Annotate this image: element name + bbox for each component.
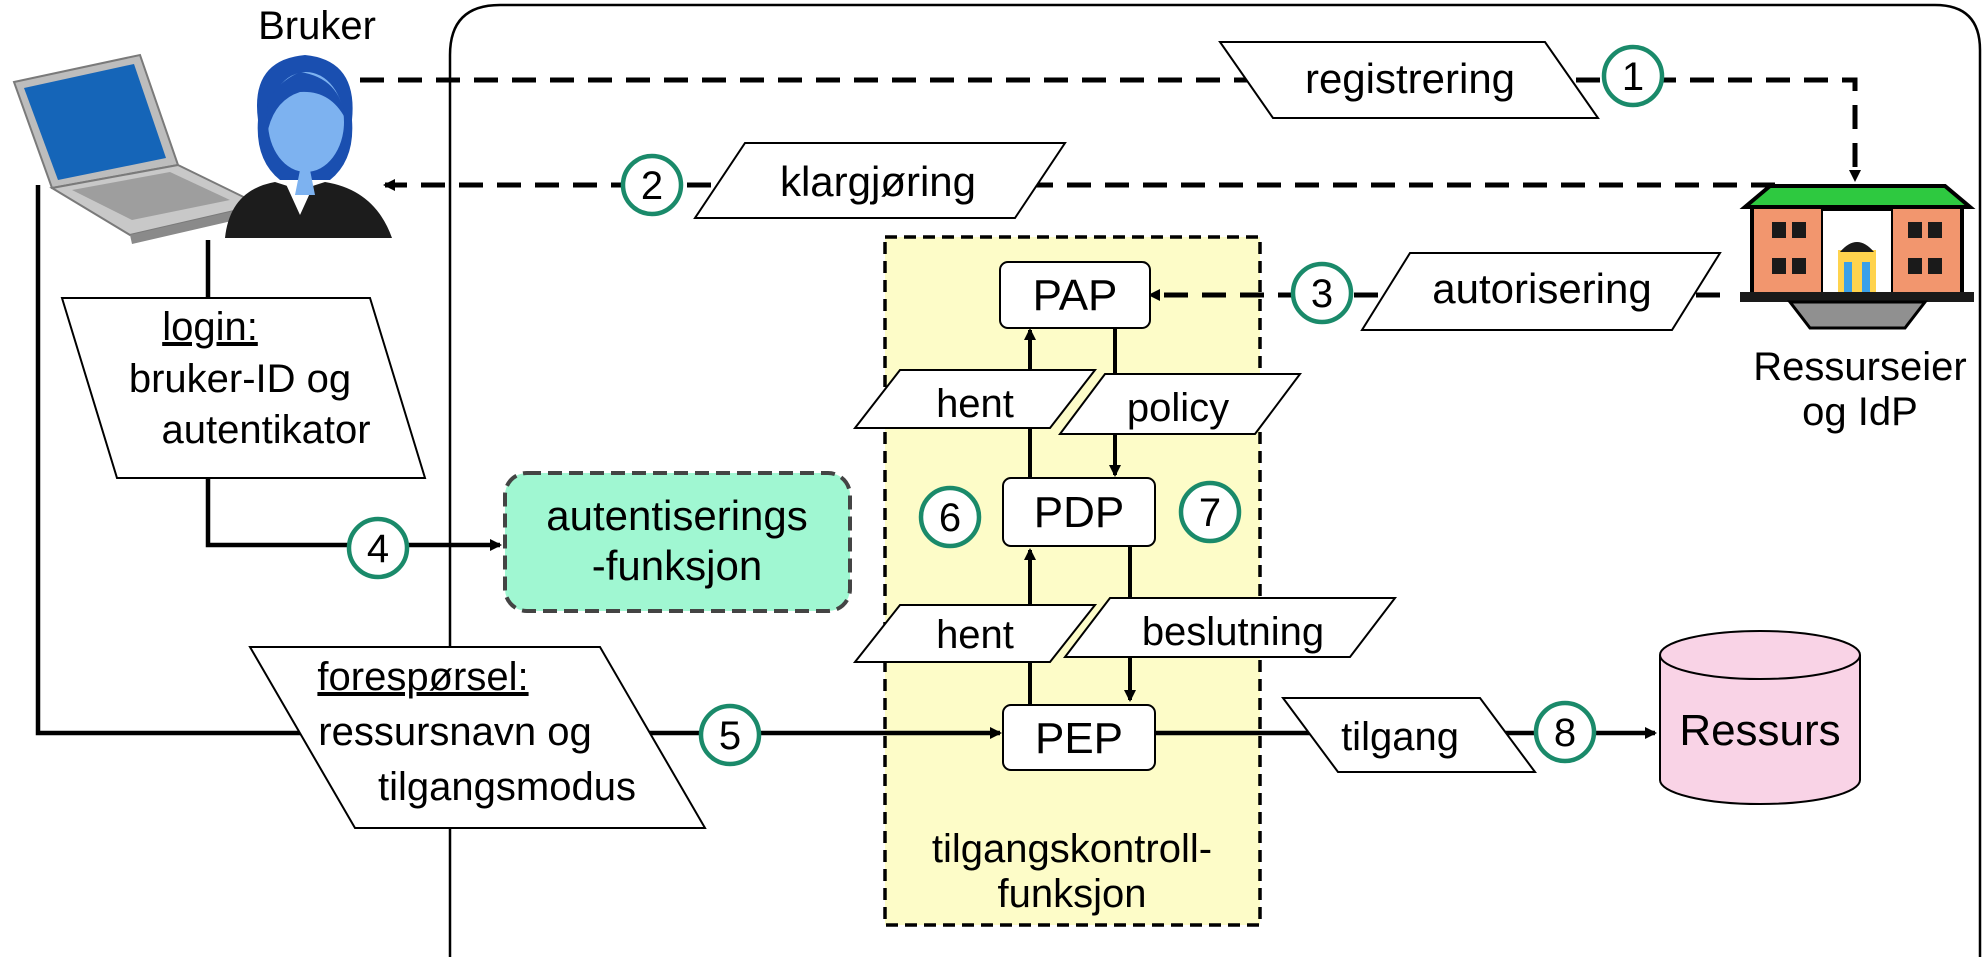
svg-text:autentikator: autentikator [161, 408, 370, 452]
pdp-box: PDP [1002, 477, 1156, 547]
svg-text:8: 8 [1554, 711, 1576, 755]
msg-policy: policy [1058, 373, 1302, 435]
laptop-icon [12, 53, 263, 244]
step-circle-6: 6 [918, 485, 982, 549]
msg-klargjoring: klargjøring [693, 142, 1067, 219]
pep-box: PEP [1002, 704, 1156, 771]
svg-text:PDP: PDP [1034, 488, 1124, 537]
svg-text:7: 7 [1199, 491, 1221, 535]
msg-autorisering: autorisering [1360, 252, 1722, 331]
user-label: Bruker [258, 4, 376, 48]
step-circle-8: 8 [1533, 700, 1597, 764]
acf-label-line1: tilgangskontroll- [932, 827, 1212, 871]
svg-text:-funksjon: -funksjon [592, 542, 762, 589]
svg-text:6: 6 [939, 496, 961, 540]
step-circle-1: 1 [1601, 44, 1665, 108]
svg-text:autentiserings: autentiserings [546, 492, 808, 539]
step-circle-4: 4 [346, 516, 410, 580]
system-boundary [448, 3, 1982, 957]
svg-text:bruker-ID og: bruker-ID og [129, 357, 351, 401]
msg-registrering: registrering [1218, 41, 1600, 119]
svg-text:registrering: registrering [1305, 55, 1515, 102]
svg-text:autorisering: autorisering [1432, 265, 1651, 312]
svg-text:2: 2 [641, 164, 663, 208]
svg-text:klargjøring: klargjøring [780, 158, 976, 205]
step-circle-5: 5 [698, 703, 762, 767]
svg-text:forespørsel:: forespørsel: [317, 655, 528, 699]
acf-label-line2: funksjon [998, 872, 1147, 916]
svg-text:1: 1 [1622, 55, 1644, 99]
svg-text:beslutning: beslutning [1142, 610, 1324, 654]
svg-text:login:: login: [162, 305, 258, 349]
svg-text:3: 3 [1311, 272, 1333, 316]
svg-text:PEP: PEP [1035, 714, 1123, 763]
svg-text:tilgang: tilgang [1341, 715, 1459, 759]
svg-text:hent: hent [936, 382, 1014, 426]
svg-text:Ressurs: Ressurs [1679, 706, 1840, 755]
svg-text:policy: policy [1127, 386, 1229, 430]
msg-tilgang: tilgang [1281, 697, 1537, 773]
access-control-function-box [883, 235, 1262, 927]
step-circle-3: 3 [1290, 261, 1354, 325]
user-avatar-icon [225, 55, 392, 238]
svg-text:ressursnavn og: ressursnavn og [318, 710, 591, 754]
authentication-function-box: autentiserings -funksjon [503, 471, 852, 613]
svg-text:5: 5 [719, 714, 741, 758]
owner-label-line2: og IdP [1802, 390, 1918, 434]
svg-text:4: 4 [367, 527, 389, 571]
owner-label-line1: Ressurseier [1753, 345, 1966, 389]
svg-text:PAP: PAP [1033, 271, 1118, 320]
svg-text:hent: hent [936, 613, 1014, 657]
svg-text:tilgangsmodus: tilgangsmodus [378, 765, 636, 809]
msg-login: login: bruker-ID og autentikator [60, 297, 427, 479]
flow-registrering [360, 77, 1861, 182]
pap-box: PAP [999, 261, 1151, 329]
step-circle-7: 7 [1178, 480, 1242, 544]
flow-foresporsel [35, 185, 1002, 739]
resource-cylinder: Ressurs [1659, 630, 1861, 805]
msg-hent-upper: hent [852, 369, 1098, 429]
msg-hent-lower: hent [852, 604, 1098, 663]
institution-building-icon [1739, 184, 1976, 330]
msg-beslutning: beslutning [1062, 597, 1398, 658]
msg-foresporsel: forespørsel: ressursnavn og tilgangsmodu… [248, 646, 707, 829]
step-circle-2: 2 [620, 153, 684, 217]
